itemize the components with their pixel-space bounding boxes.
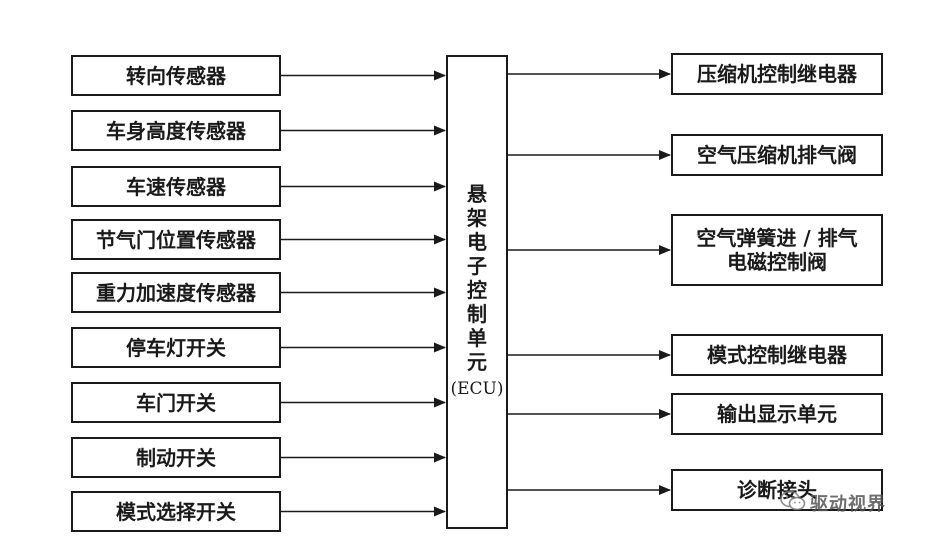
input-label: 重力加速度传感器 [96,280,256,305]
ecu-title-char: 元 [467,350,487,374]
input-box-door-switch: 车门开关 [71,382,281,423]
output-label-line1: 空气弹簧进 / 排气 [696,226,858,250]
input-box-steering-sensor: 转向传感器 [71,55,281,96]
watermark: 驱动视界 [780,490,886,516]
input-label: 模式选择开关 [116,499,236,524]
ecu-title-char: 电 [467,230,487,254]
input-label: 车速传感器 [126,174,226,199]
output-box-compressor-exhaust-valve: 空气压缩机排气阀 [671,134,883,176]
output-box-mode-control-relay: 模式控制继电器 [671,334,883,376]
input-box-body-height-sensor: 车身高度传感器 [71,110,281,151]
ecu-title-char: 架 [467,206,487,230]
ecu-title-char: 制 [467,302,487,326]
output-label: 模式控制继电器 [707,343,847,367]
wechat-icon [780,490,806,516]
input-box-vehicle-speed-sensor: 车速传感器 [71,166,281,207]
output-box-air-spring-solenoid-valve: 空气弹簧进 / 排气 电磁控制阀 [671,214,883,286]
output-box-compressor-relay: 压缩机控制继电器 [671,53,883,95]
input-label: 节气门位置传感器 [96,227,256,252]
input-box-mode-select-switch: 模式选择开关 [71,491,281,532]
watermark-text: 驱动视界 [810,494,886,515]
ecu-title-char: 单 [467,326,487,350]
input-box-throttle-position-sensor: 节气门位置传感器 [71,219,281,260]
input-label: 车身高度传感器 [106,118,246,143]
ecu-abbreviation: (ECU) [450,379,504,399]
input-label: 转向传感器 [126,63,226,88]
ecu-block: 悬 架 电 子 控 制 单 元 (ECU) [446,55,508,529]
input-box-g-sensor: 重力加速度传感器 [71,272,281,313]
ecu-title-char: 悬 [467,182,487,206]
input-label: 制动开关 [136,445,216,470]
ecu-title-char: 控 [467,278,487,302]
input-label: 车门开关 [136,390,216,415]
input-box-brake-switch: 制动开关 [71,437,281,478]
ecu-title-char: 子 [467,254,487,278]
output-label-line2: 电磁控制阀 [727,250,827,274]
input-box-stop-lamp-switch: 停车灯开关 [71,327,281,368]
input-label: 停车灯开关 [126,335,226,360]
output-box-output-display-unit: 输出显示单元 [671,393,883,435]
output-box-diagnostic-connector: 诊断接头 [671,469,883,511]
output-label: 诊断接头 [737,478,817,502]
output-label: 输出显示单元 [717,402,837,426]
output-label: 压缩机控制继电器 [697,62,857,86]
output-label: 空气压缩机排气阀 [697,143,857,167]
